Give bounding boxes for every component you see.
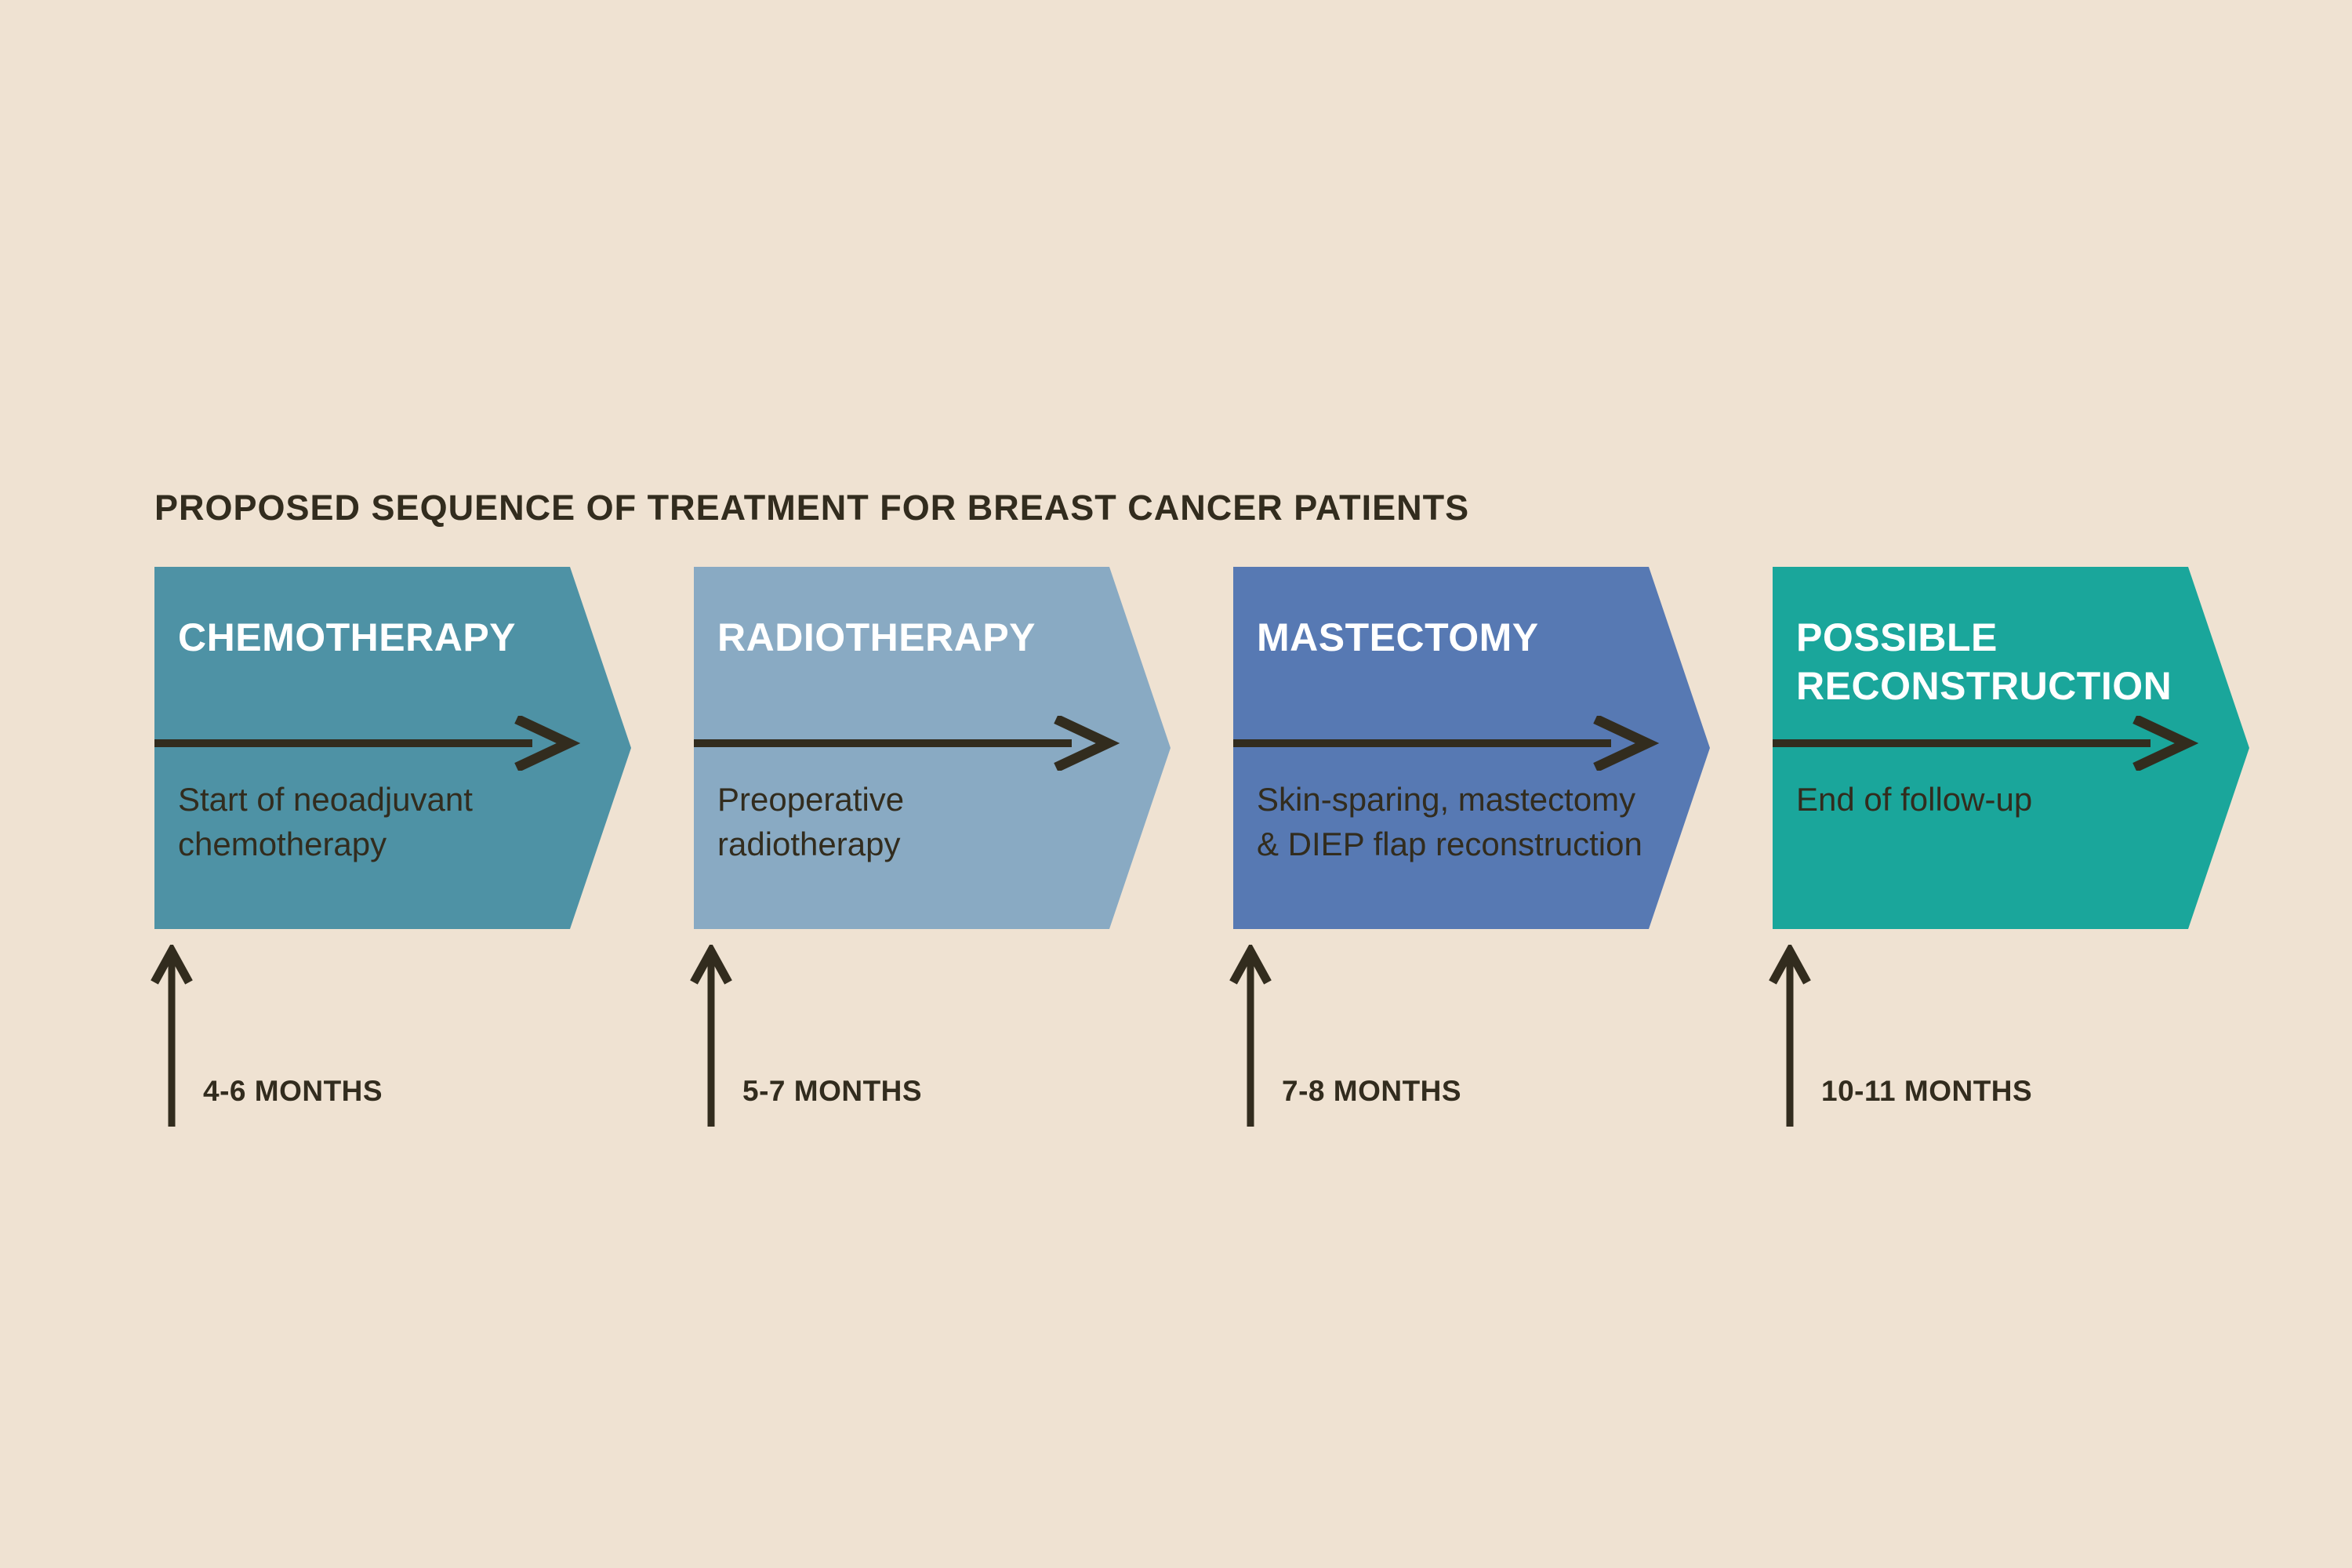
right-arrow-icon — [1233, 716, 1660, 771]
stage-heading: CHEMOTHERAPY — [178, 615, 517, 659]
stage-possible-reconstruction: POSSIBLE RECONSTRUCTION End of follow-up… — [1769, 567, 2259, 1163]
stage-heading: RADIOTHERAPY — [717, 615, 1036, 659]
up-arrow-icon — [151, 945, 193, 1127]
stage-description: Start of neoadjuvant chemotherapy — [178, 781, 473, 862]
up-arrow-icon — [690, 945, 732, 1127]
right-arrow-icon — [154, 716, 581, 771]
right-arrow-icon — [694, 716, 1120, 771]
stage-mastectomy: MASTECTOMY Skin-sparing, mastectomy & DI… — [1229, 567, 1719, 1163]
stage-duration-label: 10-11 MONTHS — [1821, 1075, 2033, 1107]
stage-radiotherapy: RADIOTHERAPY Preoperative radiotherapy 5… — [690, 567, 1180, 1163]
stage-heading: MASTECTOMY — [1257, 615, 1539, 659]
stage-duration-label: 5-7 MONTHS — [742, 1075, 923, 1107]
stage-heading: POSSIBLE RECONSTRUCTION — [1796, 615, 2172, 708]
stage-box-radiotherapy: RADIOTHERAPY Preoperative radiotherapy — [694, 567, 1171, 929]
stage-chemotherapy: CHEMOTHERAPY Start of neoadjuvant chemot… — [151, 567, 641, 1163]
page-title: PROPOSED SEQUENCE OF TREATMENT FOR BREAS… — [154, 488, 1470, 528]
stage-box-mastectomy: MASTECTOMY Skin-sparing, mastectomy & DI… — [1233, 567, 1710, 929]
up-arrow-icon — [1229, 945, 1272, 1127]
stage-duration-label: 7-8 MONTHS — [1282, 1075, 1462, 1107]
stage-box-possible-reconstruction: POSSIBLE RECONSTRUCTION End of follow-up — [1773, 567, 2249, 929]
stage-description: End of follow-up — [1796, 781, 2033, 818]
stage-box-chemotherapy: CHEMOTHERAPY Start of neoadjuvant chemot… — [154, 567, 631, 929]
right-arrow-icon — [1773, 716, 2199, 771]
up-arrow-icon — [1769, 945, 1811, 1127]
stage-description: Skin-sparing, mastectomy & DIEP flap rec… — [1257, 781, 1642, 862]
stage-duration-label: 4-6 MONTHS — [203, 1075, 383, 1107]
stage-description: Preoperative radiotherapy — [717, 781, 905, 862]
